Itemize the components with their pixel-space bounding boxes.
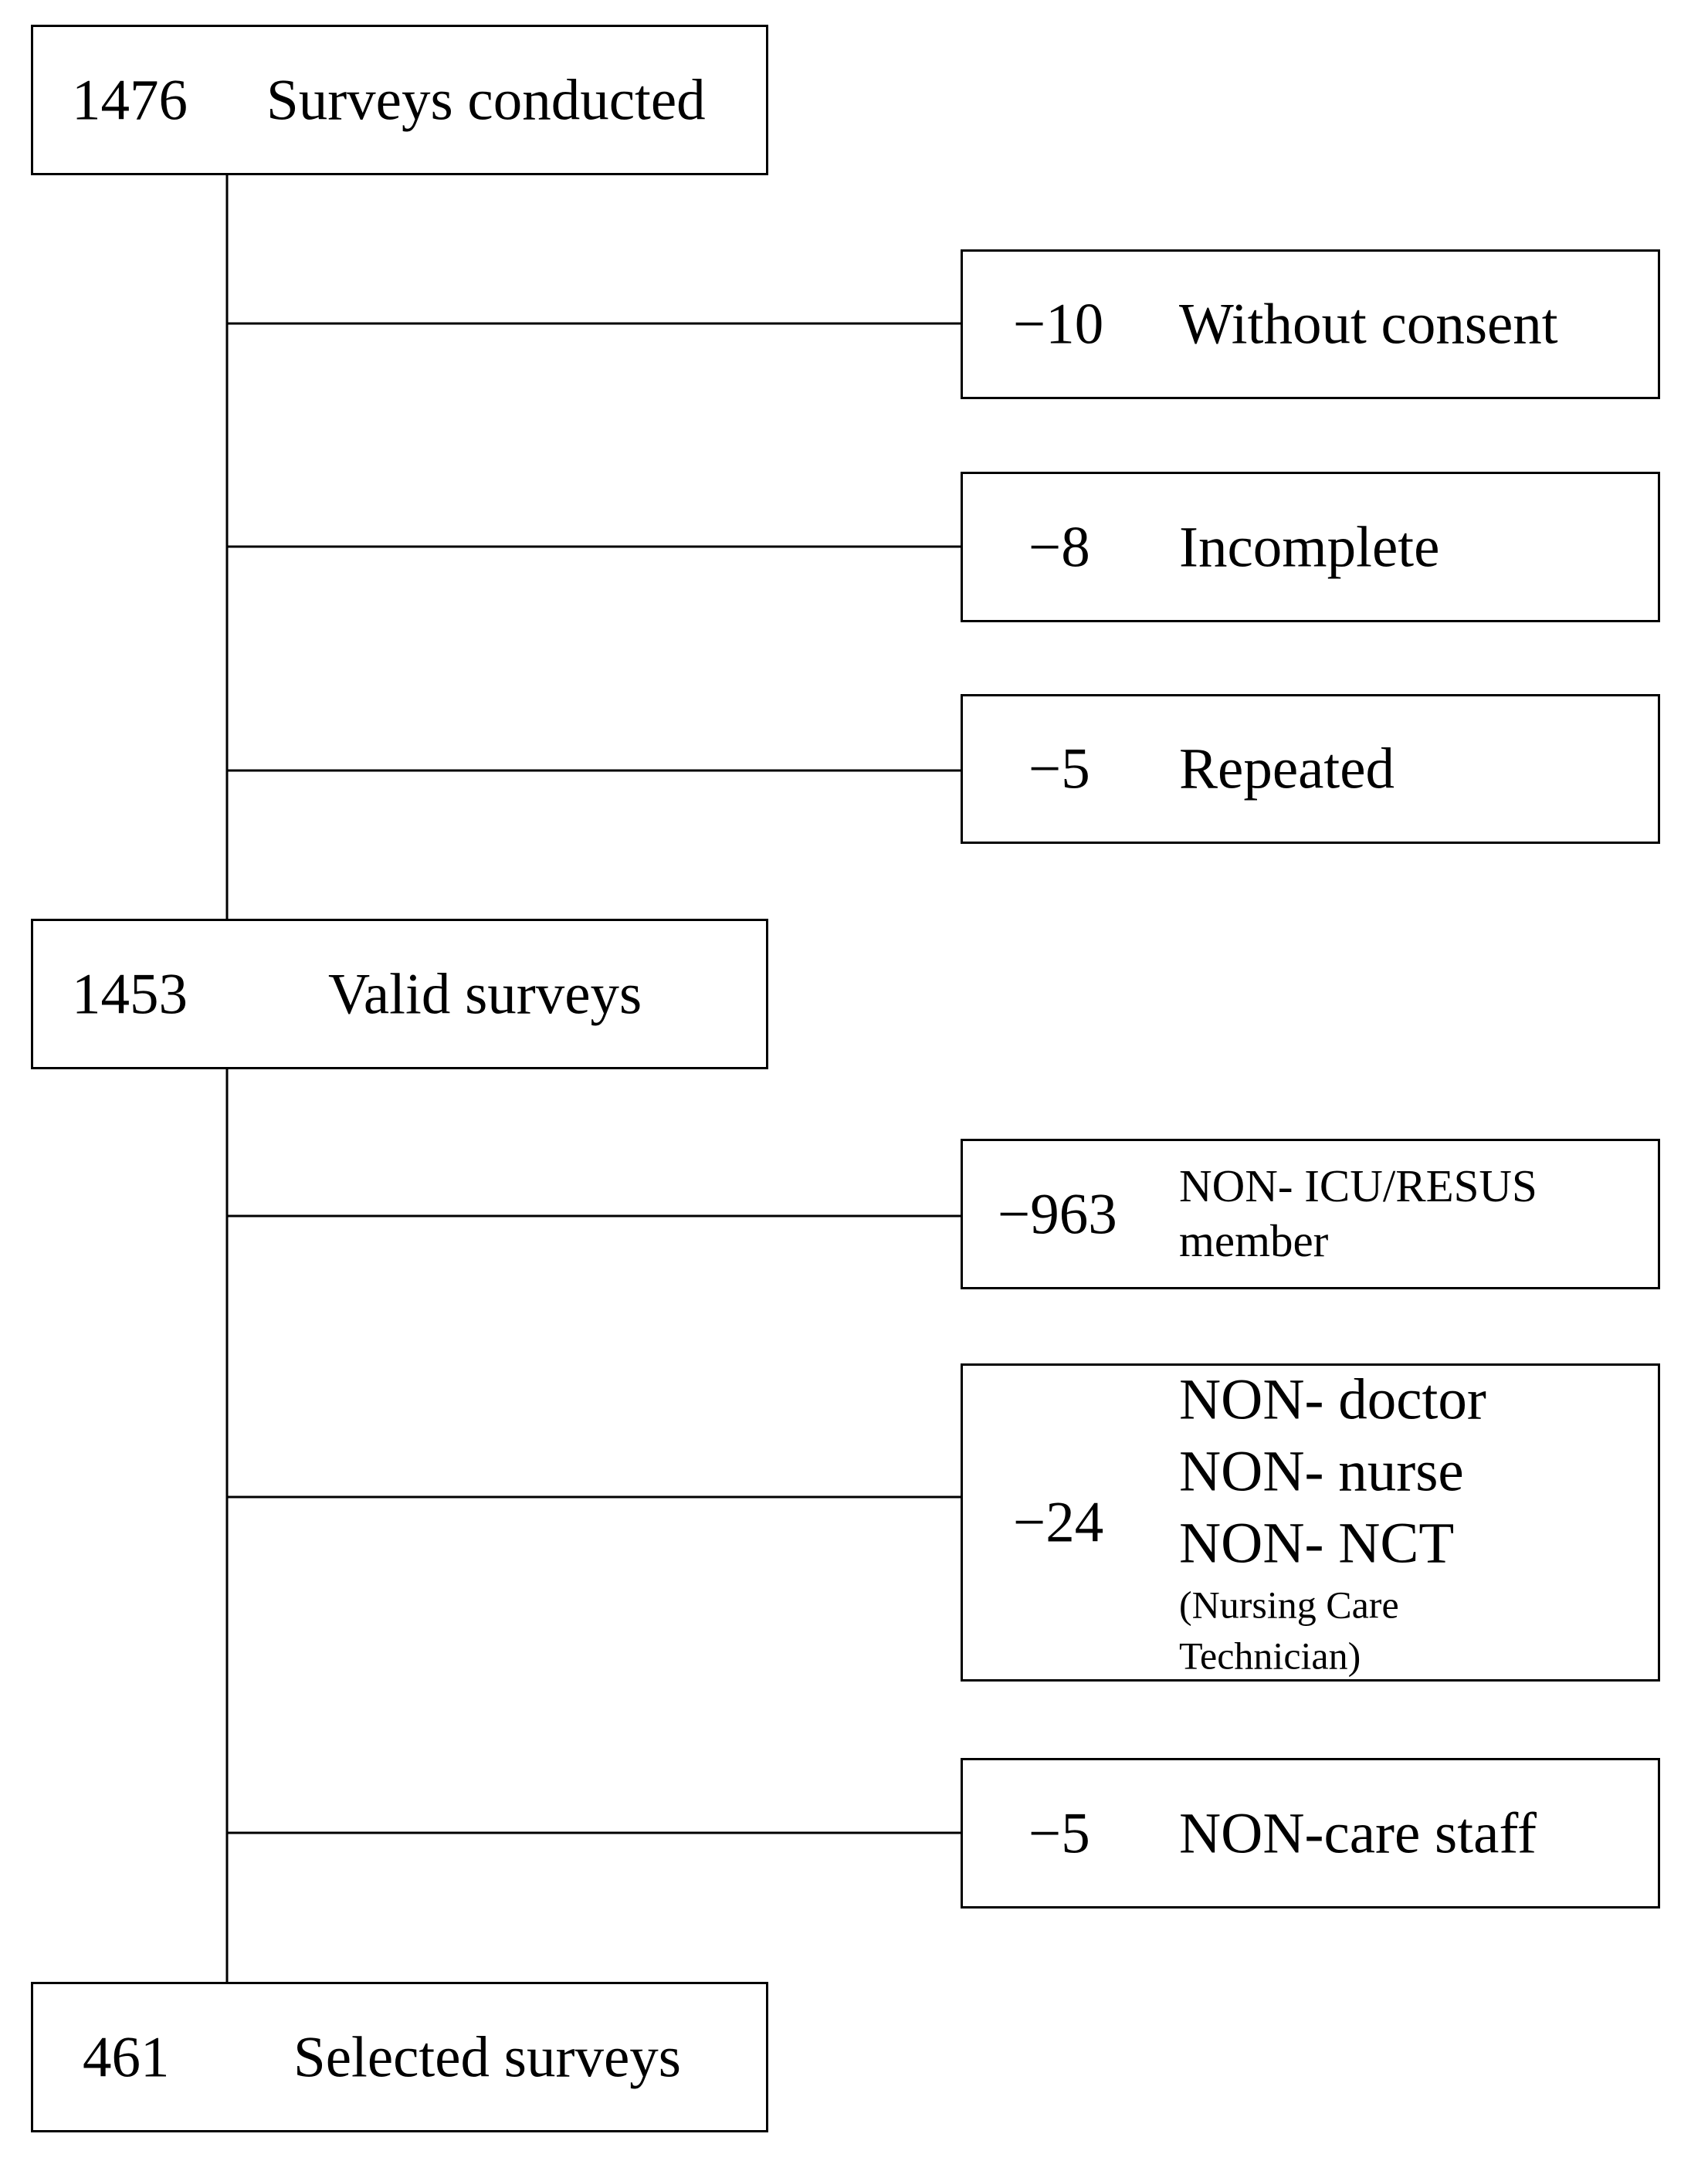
box-selected-surveys: 461 Selected surveys <box>31 1982 768 2132</box>
box-count: −963 <box>998 1182 1117 1246</box>
box-count: 461 <box>83 2025 170 2089</box>
box-label-line: NON- doctor <box>1179 1367 1486 1432</box>
box-label-group: NON- doctor NON- nurse NON- NCT (Nursing… <box>1179 1364 1486 1682</box>
box-label: Selected surveys <box>293 2025 681 2089</box>
box-count: −24 <box>1013 1490 1104 1555</box>
box-repeated: −5 Repeated <box>961 694 1660 844</box>
box-label-line: NON- nurse <box>1179 1439 1464 1504</box>
box-count: −5 <box>1029 1801 1090 1865</box>
box-count: −10 <box>1013 292 1104 357</box>
box-non-icu: −963 NON- ICU/RESUS member <box>961 1139 1660 1289</box>
box-count: 1476 <box>72 68 188 132</box>
box-valid-surveys: 1453 Valid surveys <box>31 919 768 1069</box>
box-count: −5 <box>1029 737 1090 801</box>
box-label: Repeated <box>1179 737 1395 801</box>
box-without-consent: −10 Without consent <box>961 249 1660 399</box>
box-label: NON-care staff <box>1179 1801 1537 1865</box>
box-label-line: NON- NCT <box>1179 1511 1455 1576</box>
box-label: NON- ICU/RESUS member <box>1179 1160 1537 1267</box>
box-count: −8 <box>1029 515 1090 579</box>
box-count: 1453 <box>72 962 188 1026</box>
box-note: (Nursing Care Technician) <box>1179 1583 1399 1678</box>
box-incomplete: −8 Incomplete <box>961 472 1660 622</box>
box-label: Without consent <box>1179 292 1558 357</box>
box-surveys-conducted: 1476 Surveys conducted <box>31 25 768 175</box>
box-label: Valid surveys <box>328 962 642 1026</box>
box-non-clinical-role: −24 NON- doctor NON- nurse NON- NCT (Nur… <box>961 1363 1660 1682</box>
box-label: Surveys conducted <box>266 68 706 132</box>
box-label: Incomplete <box>1179 515 1440 579</box>
box-non-care-staff: −5 NON-care staff <box>961 1758 1660 1909</box>
